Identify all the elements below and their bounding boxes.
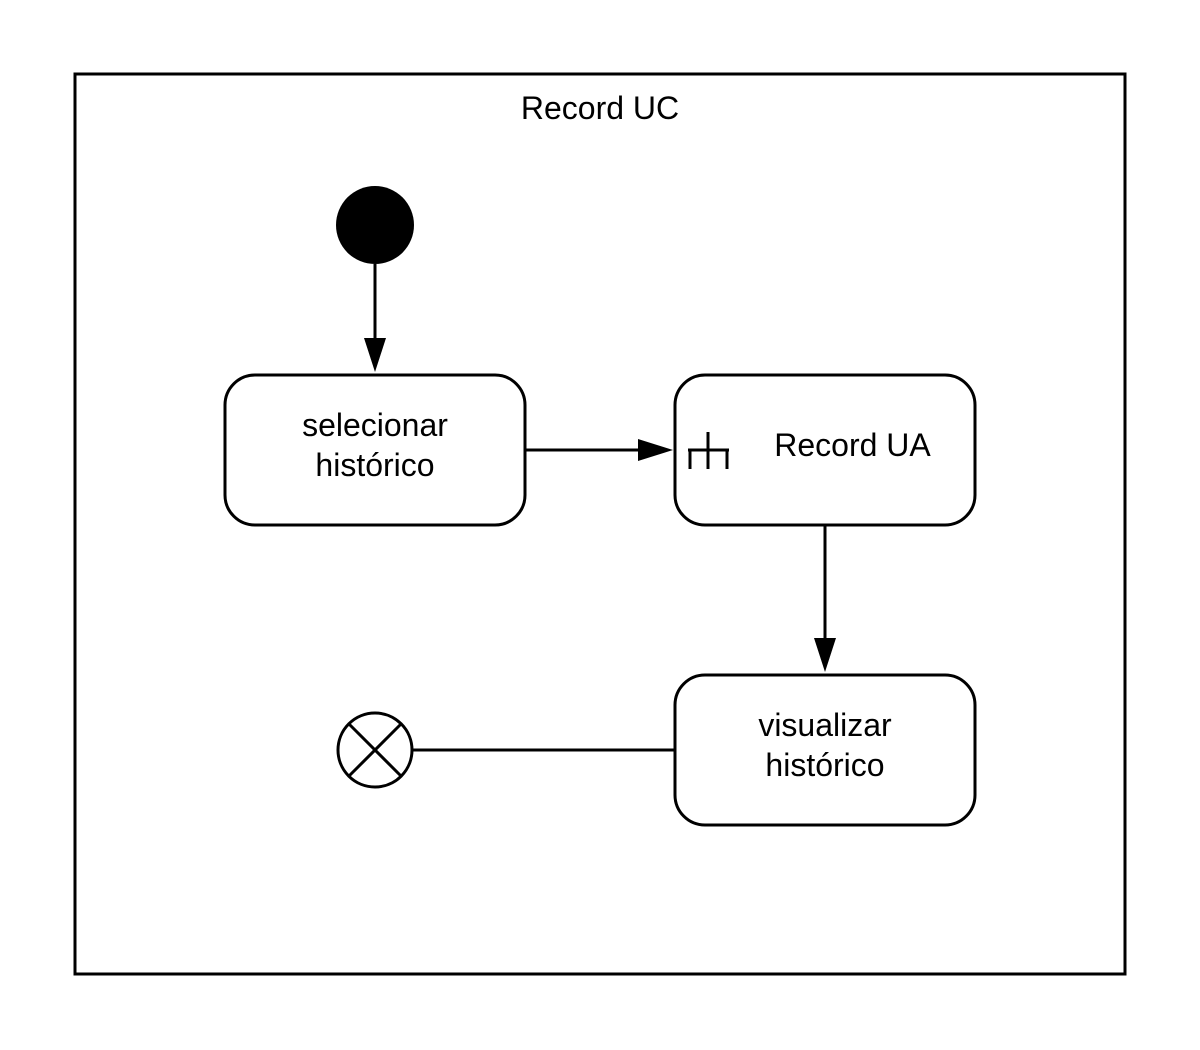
record-ua-text: Record UA [774,427,931,463]
action-select-history-label: selecionar histórico [225,405,525,485]
flow-final-icon[interactable] [336,711,414,789]
edge-record-ua-to-view [814,525,836,672]
view-history-line1: visualizar [758,707,892,743]
action-view-history-label: visualizar histórico [675,705,975,785]
select-history-line2: histórico [315,447,435,483]
frame-title: Record UC [520,90,680,126]
call-behavior-rake-icon [688,432,729,469]
activity-frame [73,72,1127,976]
edge-initial-to-select [364,264,386,372]
initial-node-icon[interactable] [336,186,414,264]
action-record-ua-label: Record UA [740,425,965,465]
view-history-line2: histórico [765,747,885,783]
select-history-line1: selecionar [302,407,448,443]
edge-select-to-record-ua [525,439,673,461]
